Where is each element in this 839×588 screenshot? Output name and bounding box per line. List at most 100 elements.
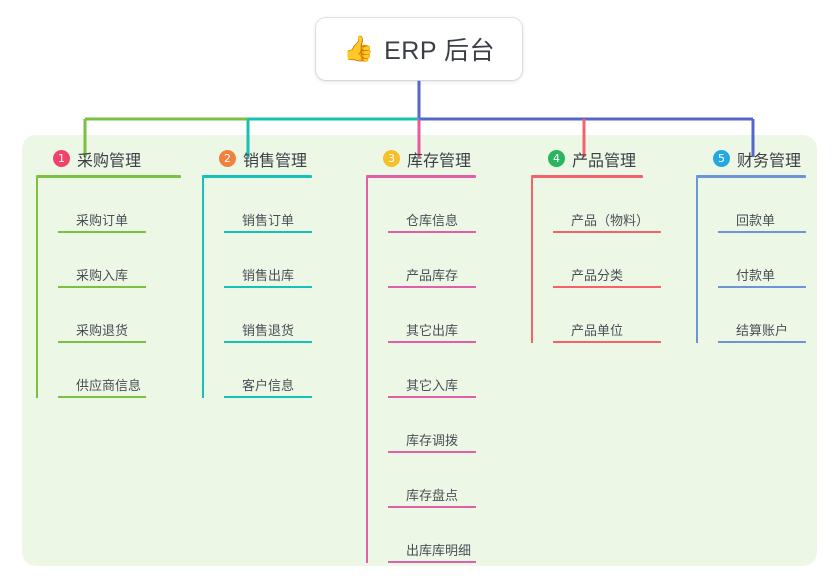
leaf-item[interactable]: 出库库明细 [388, 508, 476, 563]
branch-title: 销售管理 [243, 152, 308, 170]
branch-spine [36, 178, 38, 398]
leaf-item-rule [718, 341, 806, 343]
leaf-item[interactable]: 仓库信息 [388, 178, 476, 233]
leaf-item-label: 产品（物料） [571, 213, 650, 228]
leaf-item-label: 产品单位 [571, 323, 624, 338]
branch-header-4[interactable]: 4 产品管理 [531, 145, 643, 172]
branch-number-badge: 5 [713, 150, 730, 167]
leaf-item-label: 产品库存 [406, 268, 459, 283]
leaf-item[interactable]: 采购入库 [58, 233, 181, 288]
leaf-item-rule [388, 396, 476, 398]
leaf-item-label: 采购退货 [76, 323, 129, 338]
leaf-item-rule [58, 231, 146, 233]
leaf-item-rule [718, 231, 806, 233]
leaf-item-label: 采购入库 [76, 268, 129, 283]
leaf-item-label: 其它入库 [406, 378, 459, 393]
branch-leaf-list: 回款单付款单结算账户 [696, 178, 806, 343]
leaf-item-label: 其它出库 [406, 323, 459, 338]
leaf-item-label: 库存盘点 [406, 488, 459, 503]
leaf-item-label: 库存调拨 [406, 433, 459, 448]
leaf-item-rule [388, 561, 476, 563]
leaf-item-rule [553, 341, 661, 343]
branch-spine [202, 178, 204, 398]
branch-column-1[interactable]: 1 采购管理采购订单采购入库采购退货供应商信息 [36, 145, 181, 398]
leaf-item-rule [224, 396, 312, 398]
branch-spine [696, 178, 698, 343]
leaf-item[interactable]: 产品分类 [553, 233, 661, 288]
branch-header-1[interactable]: 1 采购管理 [36, 145, 181, 172]
branch-number-badge: 2 [219, 150, 236, 167]
leaf-item-rule [224, 231, 312, 233]
leaf-item-label: 仓库信息 [406, 213, 459, 228]
branch-header-2[interactable]: 2 销售管理 [202, 145, 312, 172]
leaf-item-rule [388, 341, 476, 343]
leaf-item[interactable]: 产品单位 [553, 288, 661, 343]
leaf-item[interactable]: 结算账户 [718, 288, 806, 343]
leaf-item[interactable]: 供应商信息 [58, 343, 181, 398]
leaf-item-rule [388, 451, 476, 453]
root-node[interactable]: 👍 ERP 后台 [316, 18, 522, 80]
branch-column-2[interactable]: 2 销售管理销售订单销售出库销售退货客户信息 [202, 145, 312, 398]
branch-spine [531, 178, 533, 343]
leaf-item-label: 供应商信息 [76, 378, 142, 393]
leaf-item[interactable]: 产品库存 [388, 233, 476, 288]
leaf-item-rule [224, 286, 312, 288]
leaf-item-label: 销售出库 [242, 268, 295, 283]
branch-column-5[interactable]: 5 财务管理回款单付款单结算账户 [696, 145, 806, 343]
leaf-item-rule [388, 231, 476, 233]
mindmap-background-panel [22, 135, 817, 566]
leaf-item-rule [718, 286, 806, 288]
leaf-item-label: 销售订单 [242, 213, 295, 228]
branch-title: 采购管理 [77, 152, 142, 170]
leaf-item[interactable]: 其它入库 [388, 343, 476, 398]
branch-leaf-list: 采购订单采购入库采购退货供应商信息 [36, 178, 181, 398]
leaf-item-rule [553, 231, 661, 233]
leaf-item-label: 出库库明细 [406, 543, 472, 558]
leaf-item-label: 回款单 [736, 213, 776, 228]
leaf-item-rule [553, 286, 661, 288]
branch-header-rule [531, 175, 643, 178]
leaf-item-rule [224, 341, 312, 343]
leaf-item-label: 销售退货 [242, 323, 295, 338]
leaf-item[interactable]: 库存盘点 [388, 453, 476, 508]
leaf-item-rule [58, 341, 146, 343]
branch-leaf-list: 仓库信息产品库存其它出库其它入库库存调拨库存盘点出库库明细 [366, 178, 476, 563]
branch-number-badge: 1 [53, 150, 70, 167]
leaf-item-rule [58, 396, 146, 398]
branch-title: 产品管理 [572, 152, 637, 170]
leaf-item-rule [58, 286, 146, 288]
branch-header-rule [366, 175, 476, 178]
leaf-item[interactable]: 销售退货 [224, 288, 312, 343]
branch-header-rule [36, 175, 181, 178]
leaf-item[interactable]: 库存调拨 [388, 398, 476, 453]
leaf-item-rule [388, 286, 476, 288]
leaf-item[interactable]: 付款单 [718, 233, 806, 288]
leaf-item[interactable]: 销售订单 [224, 178, 312, 233]
branch-spine [366, 178, 368, 563]
leaf-item-label: 产品分类 [571, 268, 624, 283]
leaf-item[interactable]: 客户信息 [224, 343, 312, 398]
leaf-item[interactable]: 销售出库 [224, 233, 312, 288]
leaf-item[interactable]: 产品（物料） [553, 178, 661, 233]
leaf-item[interactable]: 回款单 [718, 178, 806, 233]
branch-title: 库存管理 [407, 152, 472, 170]
branch-number-badge: 4 [548, 150, 565, 167]
branch-leaf-list: 产品（物料） 产品分类产品单位 [531, 178, 661, 343]
root-title: ERP 后台 [384, 37, 496, 65]
branch-header-5[interactable]: 5 财务管理 [696, 145, 806, 172]
branch-leaf-list: 销售订单销售出库销售退货客户信息 [202, 178, 312, 398]
branch-header-rule [696, 175, 806, 178]
leaf-item-label: 结算账户 [736, 323, 789, 338]
branch-title: 财务管理 [737, 152, 802, 170]
leaf-item-label: 付款单 [736, 268, 776, 283]
thumbs-up-emoji: 👍 [342, 34, 375, 63]
leaf-item[interactable]: 采购退货 [58, 288, 181, 343]
leaf-item[interactable]: 采购订单 [58, 178, 181, 233]
leaf-item-label: 客户信息 [242, 378, 295, 393]
branch-header-rule [202, 175, 312, 178]
leaf-item[interactable]: 其它出库 [388, 288, 476, 343]
branch-column-4[interactable]: 4 产品管理产品（物料） 产品分类产品单位 [531, 145, 661, 343]
